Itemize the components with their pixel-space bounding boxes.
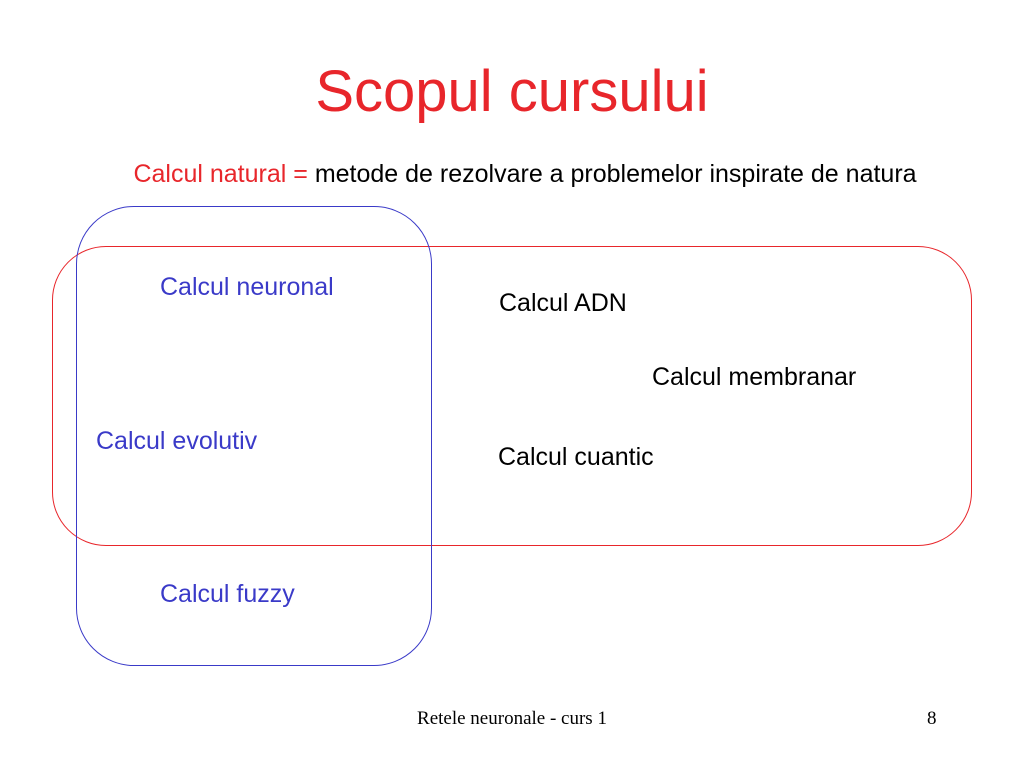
footer-text: Retele neuronale - curs 1 (417, 708, 607, 729)
item-calcul-fuzzy: Calcul fuzzy (160, 580, 295, 608)
definition-description: metode de rezolvare a problemelor inspir… (314, 160, 917, 188)
item-calcul-membranar: Calcul membranar (652, 363, 857, 391)
definition-term: Calcul natural = (133, 160, 308, 188)
item-calcul-adn: Calcul ADN (499, 289, 627, 317)
item-calcul-cuantic: Calcul cuantic (498, 443, 654, 471)
page-number: 8 (927, 708, 937, 729)
natural-computing-frame (52, 246, 972, 546)
definition-line: Calcul natural = metode de rezolvare a p… (110, 160, 940, 189)
item-calcul-evolutiv: Calcul evolutiv (96, 427, 258, 455)
item-calcul-neuronal: Calcul neuronal (160, 273, 334, 301)
slide-title: Scopul cursului (315, 59, 709, 124)
soft-computing-frame (76, 206, 432, 666)
